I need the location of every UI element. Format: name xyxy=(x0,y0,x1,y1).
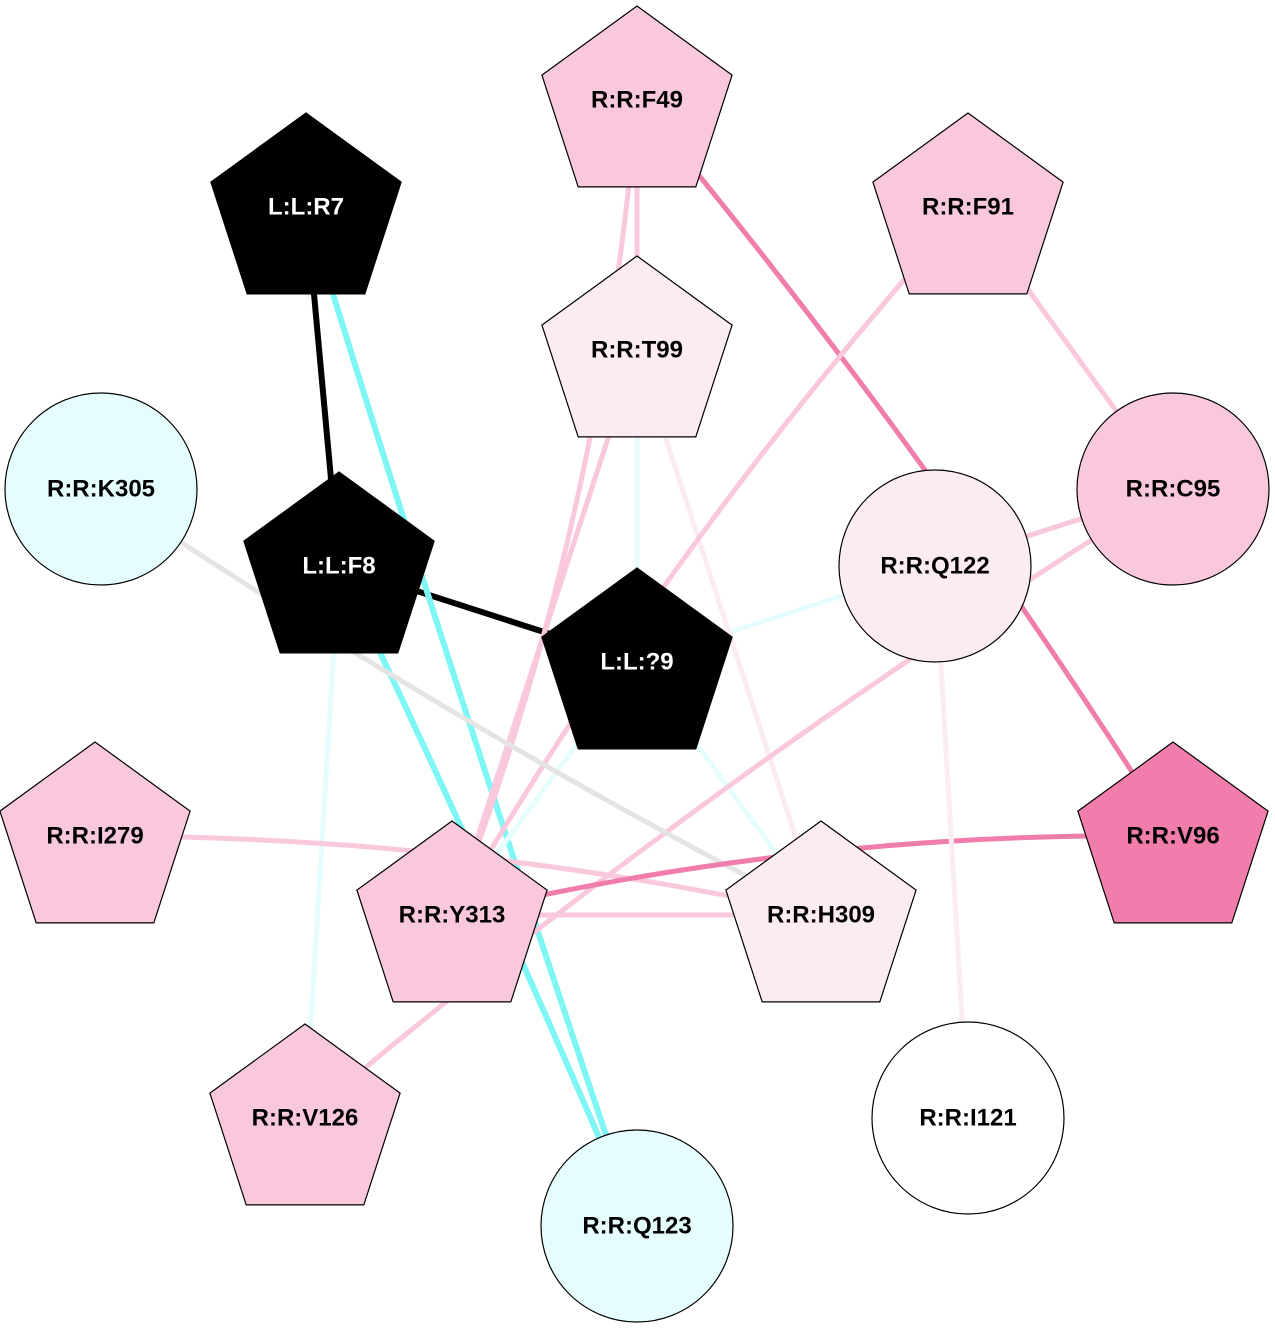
node-pentagon xyxy=(356,820,548,1003)
node-label: R:R:F91 xyxy=(922,194,1014,221)
node-q122[interactable]: R:R:Q122 xyxy=(838,469,1032,663)
node-label: L:L:F8 xyxy=(302,553,375,580)
node-circle xyxy=(540,1129,734,1323)
node-y313[interactable]: R:R:Y313 xyxy=(356,820,548,1003)
edge-f49-v96 xyxy=(635,98,1176,838)
node-pentagon xyxy=(541,567,733,750)
node-circle xyxy=(1076,392,1270,586)
node-label: R:R:I279 xyxy=(46,823,143,850)
node-pentagon xyxy=(725,820,917,1003)
node-t99[interactable]: R:R:T99 xyxy=(541,255,733,438)
node-label: R:R:F49 xyxy=(591,87,683,114)
node-label: R:R:K305 xyxy=(47,476,155,503)
node-pentagon xyxy=(1077,741,1269,924)
node-label: R:R:H309 xyxy=(767,902,875,929)
edge-c95-v126 xyxy=(303,486,1175,1120)
node-c95[interactable]: R:R:C95 xyxy=(1076,392,1270,586)
node-i279[interactable]: R:R:I279 xyxy=(0,741,191,924)
node-r7[interactable]: L:L:R7 xyxy=(210,112,402,295)
node-h309[interactable]: R:R:H309 xyxy=(725,820,917,1003)
node-k305[interactable]: R:R:K305 xyxy=(4,392,198,586)
node-pentagon xyxy=(541,5,733,188)
node-f91[interactable]: R:R:F91 xyxy=(872,112,1064,295)
node-label: R:R:Q123 xyxy=(582,1213,691,1240)
node-q123[interactable]: R:R:Q123 xyxy=(540,1129,734,1323)
node-circle xyxy=(871,1021,1065,1215)
node-circle xyxy=(4,392,198,586)
node-pentagon xyxy=(209,1023,401,1206)
node-circle xyxy=(838,469,1032,663)
node-pentagon xyxy=(541,255,733,438)
node-label: R:R:V96 xyxy=(1126,823,1219,850)
node-pentagon xyxy=(872,112,1064,295)
node-label: L:L:R7 xyxy=(268,194,344,221)
node-v126[interactable]: R:R:V126 xyxy=(209,1023,401,1206)
node-label: R:R:C95 xyxy=(1126,476,1221,503)
edge-f91-y313 xyxy=(449,205,970,917)
node-label: R:R:Y313 xyxy=(399,902,506,929)
node-f8[interactable]: L:L:F8 xyxy=(243,471,435,654)
edge-f49-y313 xyxy=(449,99,640,916)
node-label: R:R:I121 xyxy=(919,1105,1016,1132)
node-f49[interactable]: R:R:F49 xyxy=(541,5,733,188)
node-pentagon xyxy=(243,471,435,654)
node-v96[interactable]: R:R:V96 xyxy=(1077,741,1269,924)
node-label: R:R:T99 xyxy=(591,337,683,364)
node-pentagon xyxy=(0,741,191,924)
edge-k305-h309 xyxy=(99,486,823,918)
node-pentagon xyxy=(210,112,402,295)
node-label: R:R:V126 xyxy=(252,1105,359,1132)
node-label: R:R:Q122 xyxy=(880,553,989,580)
node-l9[interactable]: L:L:?9 xyxy=(541,567,733,750)
node-i121[interactable]: R:R:I121 xyxy=(871,1021,1065,1215)
node-label: L:L:?9 xyxy=(600,649,673,676)
